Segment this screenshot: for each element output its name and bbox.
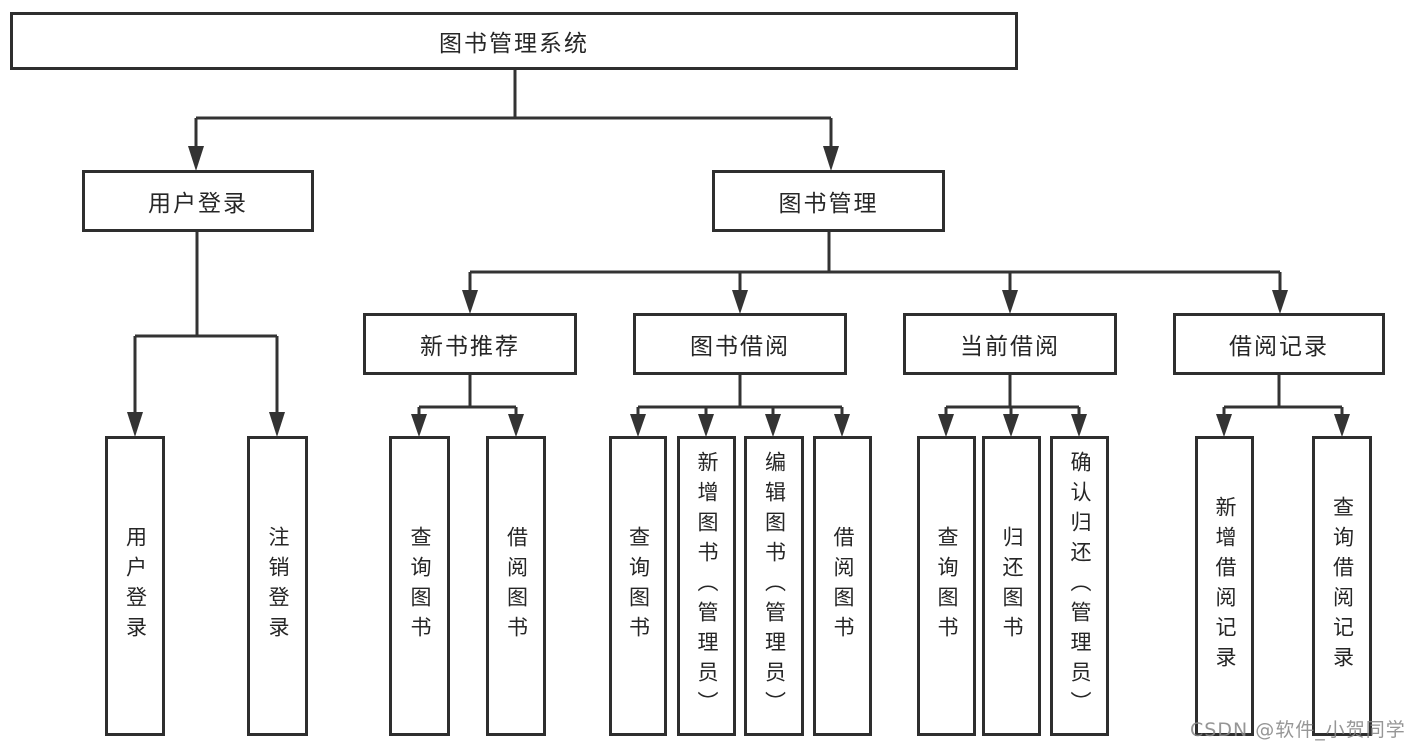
node-root-system: 图书管理系统	[10, 12, 1018, 70]
leaf-query-books-recommend: 查询图书	[389, 436, 450, 736]
leaf-user-login: 用户登录	[105, 436, 165, 736]
leaf-label: 用户登录	[123, 526, 148, 646]
leaf-label: 借阅图书	[504, 526, 529, 646]
node-current-borrowing: 当前借阅	[903, 313, 1117, 375]
leaf-add-book-admin: 新增图书（管理员）	[677, 436, 736, 736]
leaf-label: 编辑图书（管理员）	[762, 451, 787, 721]
leaf-return-book: 归还图书	[982, 436, 1041, 736]
leaf-label: 新增借阅记录	[1213, 496, 1237, 676]
leaf-query-books-current: 查询图书	[917, 436, 976, 736]
node-user-login-branch: 用户登录	[82, 170, 314, 232]
leaf-label: 归还图书	[1000, 526, 1024, 646]
leaf-borrow-books-recommend: 借阅图书	[486, 436, 546, 736]
leaf-logout: 注销登录	[247, 436, 308, 736]
leaf-label: 查询图书	[408, 526, 432, 646]
arrowhead-group	[127, 146, 1350, 437]
leaf-query-borrow-record: 查询借阅记录	[1312, 436, 1372, 736]
leaf-label: 借阅图书	[831, 526, 855, 646]
node-book-borrowing: 图书借阅	[633, 313, 847, 375]
leaf-borrow-books-borrowing: 借阅图书	[813, 436, 872, 736]
leaf-label: 注销登录	[266, 526, 290, 646]
csdn-watermark: CSDN @软件_小贺同学	[1190, 719, 1405, 741]
leaf-edit-book-admin: 编辑图书（管理员）	[744, 436, 804, 736]
leaf-label: 查询图书	[935, 526, 959, 646]
node-new-book-recommend: 新书推荐	[363, 313, 577, 375]
leaf-add-borrow-record: 新增借阅记录	[1195, 436, 1254, 736]
node-borrowing-records: 借阅记录	[1173, 313, 1385, 375]
leaf-label: 确认归还（管理员）	[1068, 451, 1092, 721]
leaf-label: 查询借阅记录	[1330, 496, 1355, 676]
leaf-confirm-return-admin: 确认归还（管理员）	[1050, 436, 1109, 736]
leaf-label: 新增图书（管理员）	[695, 451, 719, 721]
leaf-label: 查询图书	[626, 526, 651, 646]
node-book-management-branch: 图书管理	[712, 170, 945, 232]
leaf-query-books-borrowing: 查询图书	[609, 436, 667, 736]
